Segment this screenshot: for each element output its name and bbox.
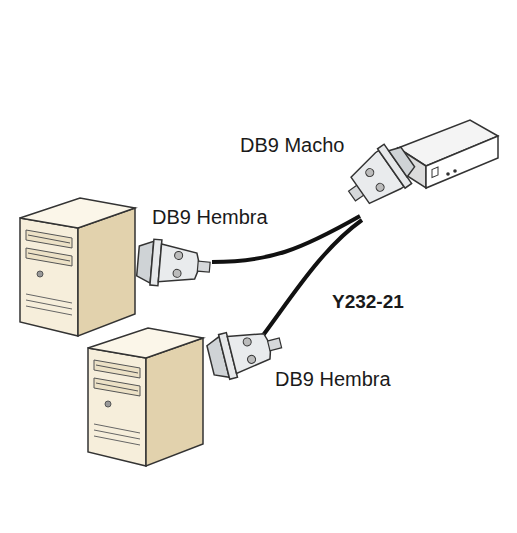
model-label: Y232-21: [332, 292, 404, 313]
connector-label: DB9 Macho: [240, 134, 345, 156]
connector-label: DB9 Hembra: [152, 206, 268, 228]
connector-label: DB9 Hembra: [275, 368, 391, 390]
